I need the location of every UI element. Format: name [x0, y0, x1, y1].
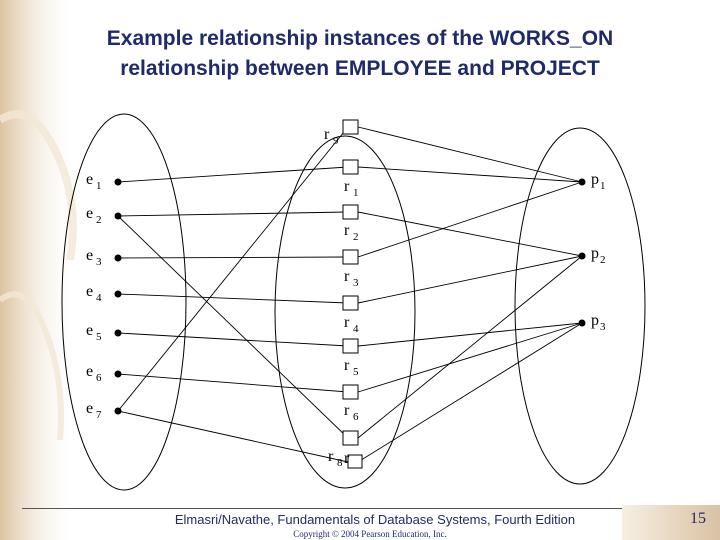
svg-text:2: 2: [353, 231, 359, 243]
employee-set-oval: [61, 113, 187, 491]
svg-text:2: 2: [96, 214, 102, 226]
page-number-box: 15: [622, 505, 720, 540]
link-line: [117, 410, 349, 463]
relationship-node: r 5: [342, 338, 359, 378]
svg-text:5: 5: [96, 331, 102, 343]
relationship-node: r 1: [342, 159, 359, 199]
relationship-instances: r 9 r 1 r 2 r 3 r 4 r 5 r: [324, 119, 363, 469]
svg-text:e: e: [86, 363, 93, 380]
link-line: [117, 215, 349, 439]
svg-text:r: r: [344, 222, 350, 239]
svg-text:e: e: [86, 247, 93, 264]
works-on-set-oval: [274, 135, 416, 489]
link-line: [117, 332, 349, 347]
relationship-node: r 4: [342, 295, 359, 335]
svg-text:2: 2: [600, 254, 606, 266]
svg-text:r: r: [328, 448, 334, 465]
link-line: [357, 181, 583, 258]
svg-text:r: r: [344, 357, 350, 374]
svg-text:6: 6: [353, 411, 359, 423]
desert-background-image: [0, 0, 80, 540]
relationship-node: r: [344, 450, 363, 469]
link-line: [117, 256, 349, 259]
svg-text:r: r: [344, 268, 350, 285]
svg-text:e: e: [86, 322, 93, 339]
footer-divider: [22, 508, 682, 509]
svg-text:3: 3: [96, 256, 102, 268]
employee-entities: e 1 e 2 e 3 e 4 e 5 e 6 e: [86, 171, 122, 421]
svg-text:3: 3: [353, 277, 359, 289]
project-node: p 2: [578, 245, 606, 266]
svg-text:1: 1: [600, 180, 606, 192]
svg-text:e: e: [86, 171, 93, 188]
svg-text:e: e: [86, 205, 93, 222]
works-on-diagram: e 1 e 2 e 3 e 4 e 5 e 6 e: [61, 113, 646, 491]
link-line: [357, 322, 583, 347]
employee-node: e 2: [86, 205, 122, 226]
link-line: [357, 255, 583, 439]
svg-text:p: p: [591, 312, 599, 329]
svg-text:r: r: [344, 314, 350, 331]
slide-title: Example relationship instances of the WO…: [40, 24, 680, 84]
svg-text:r: r: [324, 126, 330, 143]
employee-node: e 5: [86, 322, 122, 343]
relationship-node: r 8: [328, 430, 359, 469]
page-number: 15: [690, 510, 706, 527]
svg-text:r: r: [344, 450, 350, 467]
svg-text:1: 1: [96, 180, 102, 192]
svg-text:7: 7: [96, 409, 102, 421]
link-line: [357, 126, 583, 183]
svg-text:9: 9: [333, 135, 339, 147]
project-set-oval: [514, 127, 646, 485]
svg-text:5: 5: [353, 366, 359, 378]
svg-text:4: 4: [96, 292, 102, 304]
svg-text:1: 1: [353, 187, 359, 199]
svg-text:r: r: [344, 178, 350, 195]
link-line: [357, 166, 583, 183]
employee-node: e 1: [86, 171, 122, 192]
svg-text:3: 3: [600, 321, 606, 333]
relationship-node: r 2: [342, 204, 359, 243]
svg-text:8: 8: [337, 457, 343, 469]
project-node: p 3: [578, 312, 606, 333]
relationship-lines: [117, 126, 583, 463]
relationship-node: r 9: [324, 119, 359, 147]
title-line-1: Example relationship instances of the WO…: [106, 27, 614, 50]
employee-node: e 4: [86, 283, 122, 304]
link-line: [357, 322, 583, 393]
svg-text:r: r: [344, 402, 350, 419]
employee-node: e 6: [86, 363, 122, 384]
link-line: [117, 211, 349, 217]
svg-text:e: e: [86, 283, 93, 300]
link-line: [357, 255, 583, 304]
relationship-node: r 3: [342, 249, 359, 289]
svg-text:6: 6: [96, 372, 102, 384]
svg-text:p: p: [591, 245, 599, 262]
title-line-2: relationship between EMPLOYEE and PROJEC…: [120, 57, 600, 80]
link-line: [357, 211, 583, 257]
employee-node: e 3: [86, 247, 122, 268]
svg-text:p: p: [591, 171, 599, 188]
relationship-node: r 6: [342, 384, 359, 423]
link-line: [357, 322, 583, 463]
footer-citation: Elmasri/Navathe, Fundamentals of Databas…: [174, 512, 576, 527]
link-line: [117, 373, 349, 393]
svg-text:4: 4: [353, 323, 359, 335]
project-node: p 1: [578, 171, 606, 192]
project-entities: p 1 p 2 p 3: [578, 171, 606, 333]
link-line: [117, 166, 349, 183]
link-line: [117, 293, 349, 304]
svg-text:e: e: [86, 400, 93, 417]
footer-copyright: Copyright © 2004 Pearson Education, Inc.: [293, 529, 447, 539]
employee-node: e 7: [86, 400, 122, 421]
link-line: [117, 126, 349, 412]
